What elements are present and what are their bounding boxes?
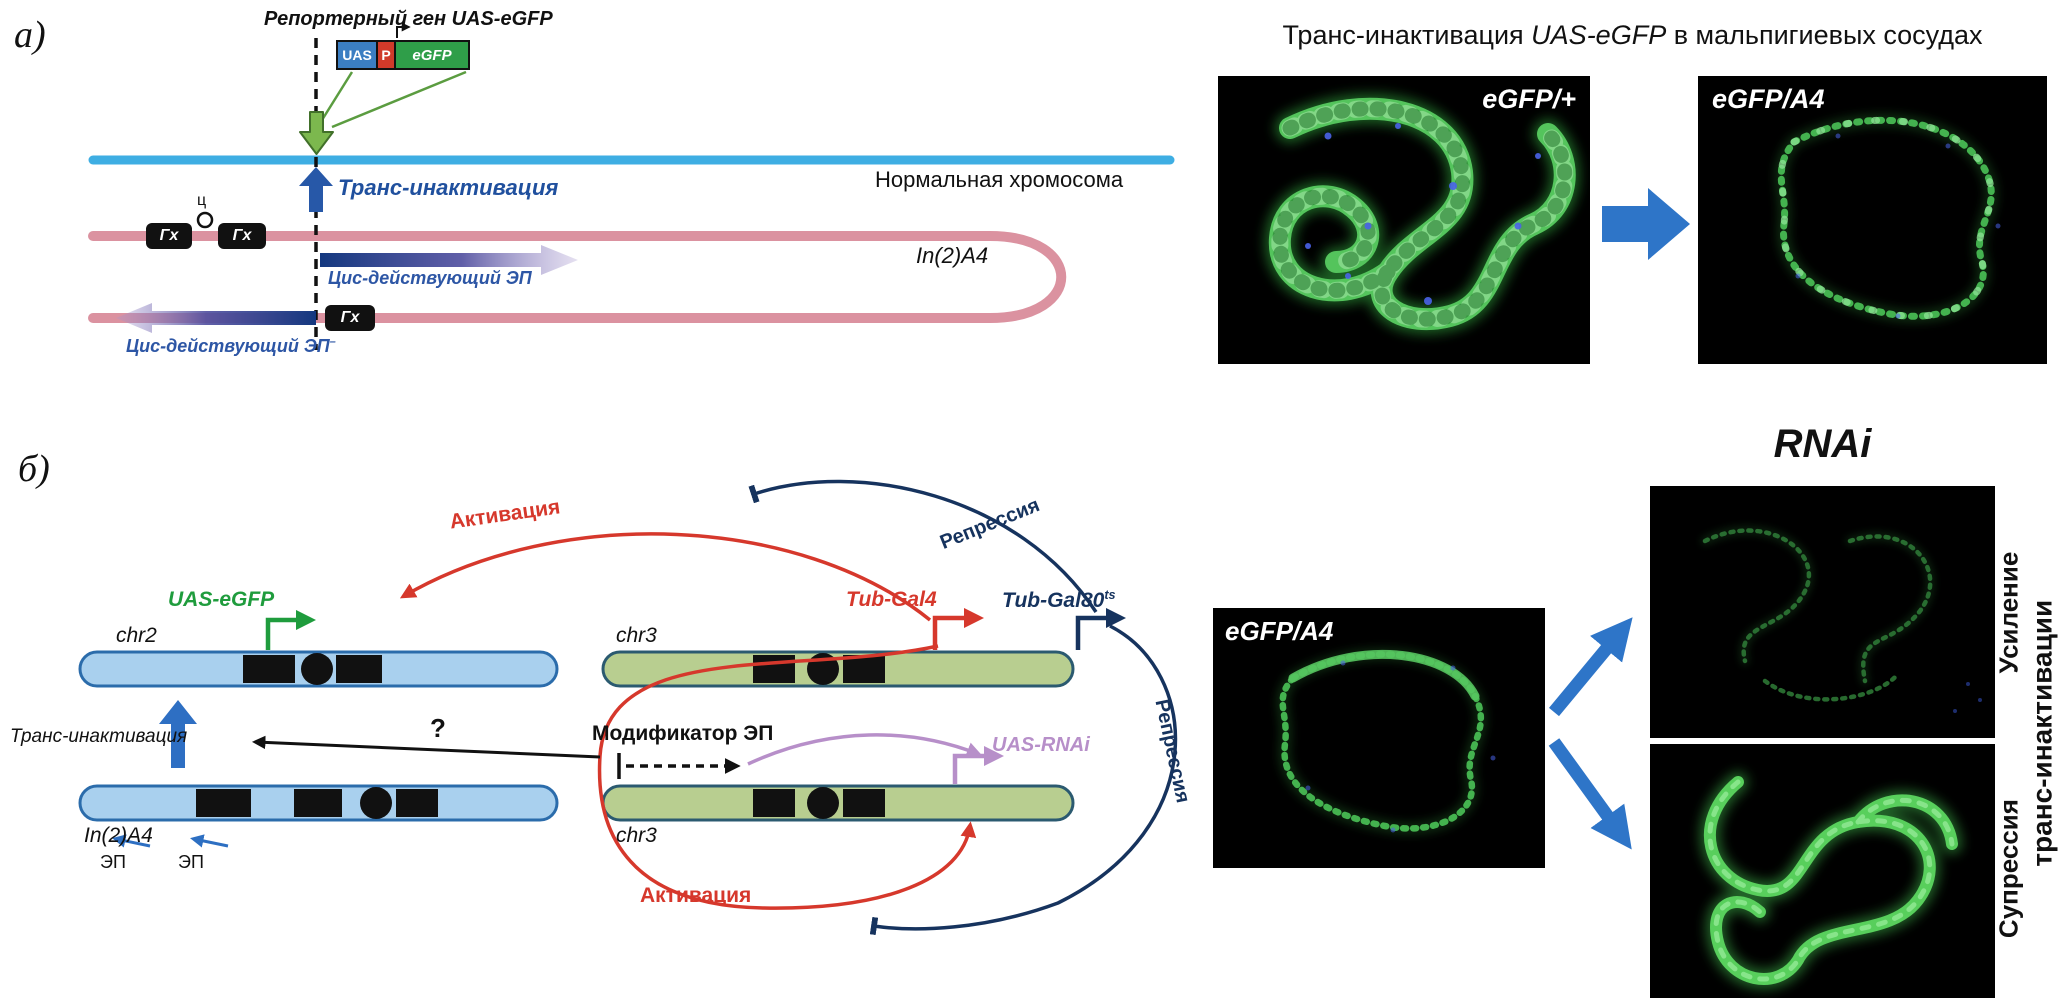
egfp-box: eGFP [394, 40, 470, 70]
tub-gal80-text: Tub-Gal80 [1002, 589, 1105, 612]
micrograph-egfp-plus-art [1218, 76, 1590, 364]
reporter-construct: UAS P eGFP [336, 40, 470, 70]
centromere-circle [196, 211, 214, 229]
chr3-bottom-bar [601, 784, 1075, 822]
cis-ep-bottom-sup: – [329, 336, 336, 348]
micrograph-egfp-a4-top-art [1698, 76, 2001, 364]
micrograph-transition-arrow [1602, 188, 1690, 260]
cis-ep-bottom-text: Цис-действующий ЭП [126, 336, 330, 356]
trans-inactivation-label-b: Транс-инактивация [10, 726, 188, 747]
tub-gal4-label: Tub-Gal4 [846, 588, 937, 611]
inversion-label-a: In(2)A4 [916, 243, 989, 268]
chr3-top-bar [601, 650, 1075, 688]
modifier-to-rnai-curve [747, 733, 983, 766]
micrograph-title-suffix: в мальпигиевых сосудах [1666, 20, 1983, 50]
chr3-top-label: chr3 [616, 624, 657, 647]
chr3-bottom-label: chr3 [616, 824, 657, 847]
cis-ep-bottom-label: Цис-действующий ЭП– [126, 336, 336, 356]
micrograph-egfp-a4-b-art [1213, 608, 1496, 868]
tub-gal80-promoter-arrow [1075, 607, 1127, 650]
micrograph-egfp-a4-b: eGFP/A4 [1213, 608, 1545, 868]
micrograph-enhancement [1650, 486, 1995, 738]
activation-bottom-curve [597, 644, 977, 910]
ep-label-1: ЭП [100, 852, 126, 872]
gx-label-2: Гх [232, 227, 252, 244]
micrograph-egfp-a4-top: eGFP/A4 [1698, 76, 2047, 364]
p-box: P [376, 40, 396, 70]
inverted-chromosome-loop [88, 231, 1067, 323]
gx-box-1 [146, 223, 192, 249]
trans-inactivation-label-a: Транс-инактивация [338, 175, 559, 200]
panel-a-letter: а) [14, 14, 46, 56]
uas-box: UAS [336, 40, 378, 70]
construct-title: Репортерный ген UAS-eGFP [264, 8, 553, 30]
tub-gal80-sup: ts [1104, 588, 1116, 602]
modifier-dashed-arrow [617, 753, 741, 779]
rnai-branch-arrows [1548, 617, 1633, 850]
question-label: ? [430, 713, 446, 743]
micrograph-title: Транс-инактивация UAS-eGFP в мальпигиевы… [1218, 20, 2047, 50]
micrograph-title-prefix: Транс-инактивация [1282, 20, 1532, 50]
chr2-bar [78, 650, 559, 688]
normal-chromosome-label: Нормальная хромосома [875, 167, 1124, 192]
rnai-title: RNAi [1773, 422, 1872, 466]
uas-rnai-promoter-arrow [952, 745, 1005, 784]
question-arrow [251, 735, 601, 759]
micrograph-suppression [1650, 744, 1995, 998]
micrograph-egfp-a4-b-label: eGFP/A4 [1225, 616, 1334, 646]
micrograph-egfp-plus-label: eGFP/+ [1482, 84, 1576, 114]
gx-box-2 [218, 223, 266, 249]
gx-box-3 [325, 305, 375, 331]
micrograph-egfp-plus: eGFP/+ [1218, 76, 1590, 364]
tub-gal80-label: Tub-Gal80ts [1002, 588, 1116, 613]
activation-top-curve [399, 532, 932, 622]
panel-b-letter: б) [18, 448, 50, 490]
inversion-label-b: In(2)A4 [84, 824, 153, 847]
micrograph-egfp-a4-top-label: eGFP/A4 [1712, 84, 1825, 114]
reporter-insertion-arrow [299, 111, 334, 155]
trans-inactivation-up-arrow [299, 167, 333, 212]
reporter-insertion-lines [320, 70, 467, 129]
repression-top-curve [748, 479, 1098, 613]
cis-ep-top-label: Цис-действующий ЭП [328, 268, 532, 288]
cis-ep-left-arrow [116, 303, 316, 333]
ep-label-2: ЭП [178, 852, 204, 872]
chr2-label: chr2 [116, 624, 157, 647]
micrograph-suppression-art [1650, 744, 1995, 998]
micrograph-title-gene: UAS-eGFP [1531, 20, 1667, 50]
gx-label-1: Гх [159, 227, 179, 244]
gx-label-3: Гх [340, 309, 360, 326]
micrograph-enhancement-art [1700, 526, 1982, 713]
repression-right-curve [869, 624, 1178, 936]
modifier-label: Модификатор ЭП [592, 722, 774, 745]
centromere-label: ц [197, 192, 207, 209]
tub-gal4-promoter-arrow [932, 607, 985, 650]
enhancement-label: Усиление [1993, 551, 2024, 674]
ep-arrows [112, 834, 229, 848]
uas-rnai-label: UAS-RNAi [992, 734, 1090, 756]
transcription-start-icon [396, 22, 411, 38]
trans-inactivation-up-arrow-b [159, 700, 197, 768]
in2a4-bar [78, 784, 559, 822]
suppression-label: Супрессия [1993, 799, 2024, 939]
cis-ep-right-arrow [320, 245, 578, 275]
uas-egfp-label: UAS-eGFP [168, 588, 275, 611]
activation-bottom-label: Активация [640, 884, 752, 907]
uas-egfp-promoter-arrow [265, 609, 317, 650]
trans-side-label: транс-инактивации [2026, 599, 2058, 867]
